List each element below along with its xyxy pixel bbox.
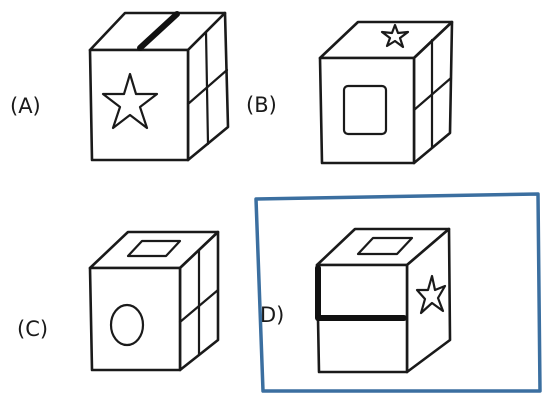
option-b: (B): [246, 20, 454, 165]
cube-b-right-grid-horizontal: [412, 76, 453, 112]
cube-d: [315, 227, 452, 374]
option-c: (C): [17, 230, 220, 372]
option-d-label: D): [260, 303, 284, 327]
option-d: D): [254, 192, 542, 393]
cube-b-star-icon: [380, 23, 410, 49]
cube-a-star-icon: [101, 72, 159, 130]
cube-c: [88, 230, 220, 372]
cube-c-right-grid-horizontal: [178, 288, 220, 324]
cube-c-front-face: [88, 266, 182, 372]
cube-d-star-icon: [415, 274, 447, 315]
cube-a-right-grid-horizontal: [186, 68, 229, 106]
option-a-label: (A): [10, 94, 41, 118]
cube-b-square-icon: [342, 84, 388, 136]
cube-a: [88, 11, 230, 162]
cube-c-top-square-icon: [126, 239, 182, 258]
cube-a-front-face: [88, 48, 190, 162]
cube-a-top-bold-line: [137, 11, 180, 51]
option-d-highlight-box: [254, 192, 542, 393]
cube-b: [318, 20, 454, 165]
option-a: (A): [10, 11, 230, 162]
option-c-label: (C): [17, 317, 48, 341]
cube-b-front-face: [318, 56, 416, 165]
option-b-label: (B): [246, 93, 277, 117]
cube-d-top-square-icon: [356, 236, 414, 256]
cube-c-circle-icon: [109, 303, 145, 347]
